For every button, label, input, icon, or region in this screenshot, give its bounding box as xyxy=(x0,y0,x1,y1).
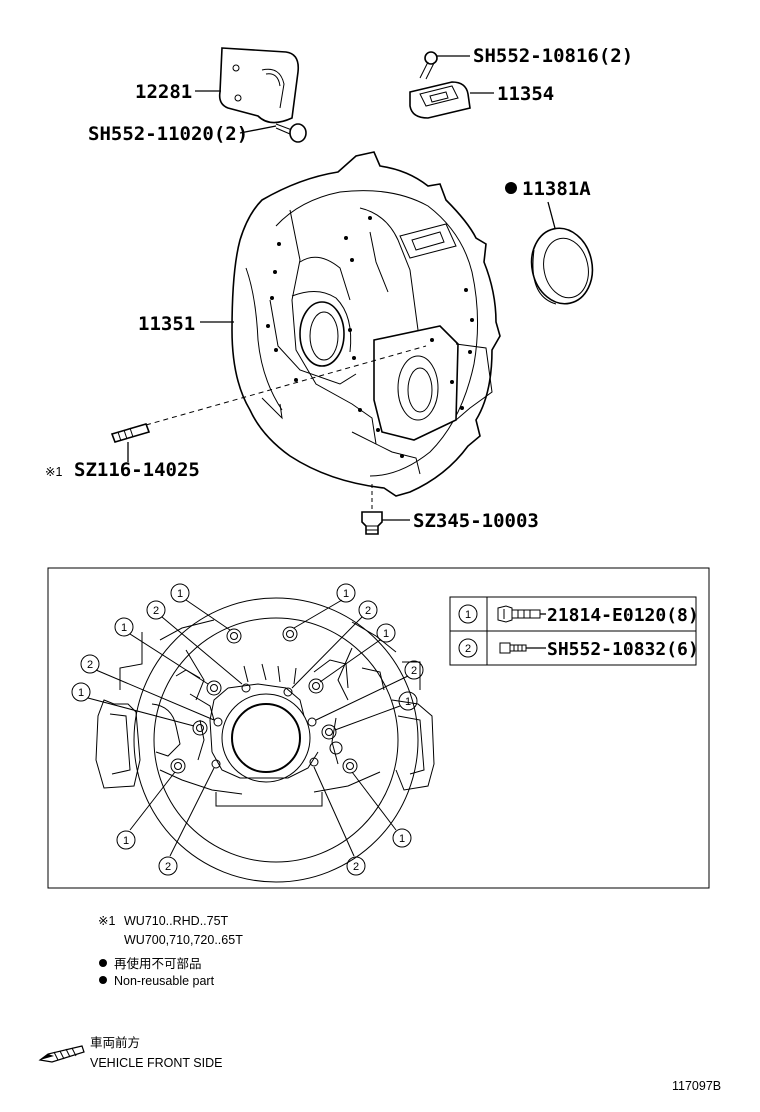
legend-part-sh552-10832: SH552-10832(6) xyxy=(547,639,699,660)
callout-sh552-11020: SH552-11020(2) xyxy=(88,123,248,145)
housing-front-view xyxy=(95,597,435,883)
svg-text:2: 2 xyxy=(87,659,93,671)
marker-2: 2 xyxy=(80,654,100,674)
bracket-12281[interactable] xyxy=(218,47,300,124)
marker-1: 1 xyxy=(114,617,134,637)
bolt-holes xyxy=(170,626,358,774)
bolt-hole-1 xyxy=(226,628,242,644)
callout-11351: 11351 xyxy=(138,313,195,335)
marker-1: 1 xyxy=(71,682,91,702)
oil-seal-11381a[interactable] xyxy=(525,223,599,310)
cover-bolt xyxy=(419,51,438,80)
bell-housing-11351[interactable] xyxy=(231,151,501,497)
bracket-bolt xyxy=(275,123,307,143)
bolt-hole-2 xyxy=(307,717,317,727)
stud-applicability-mark: ※1 xyxy=(45,465,62,479)
bolt-legend: 1 21814-E0120(8) 2 SH552-10832(6) xyxy=(449,596,699,666)
bolt-hole-2 xyxy=(309,757,319,767)
callout-11354: 11354 xyxy=(497,83,554,105)
plug-sz345-10003[interactable] xyxy=(361,511,383,535)
non-reusable-dot xyxy=(505,182,517,194)
applicability-line-1: WU710..RHD..75T xyxy=(124,914,229,928)
front-direction-arrow-icon xyxy=(38,1045,85,1063)
legend-part-21814-e0120: 21814-E0120(8) xyxy=(547,605,699,626)
svg-text:2: 2 xyxy=(365,605,371,617)
svg-text:1: 1 xyxy=(121,622,127,634)
svg-text:2: 2 xyxy=(411,665,417,677)
marker-leaders xyxy=(87,599,409,857)
marker-1: 1 xyxy=(398,691,418,711)
marker-1: 1 xyxy=(392,828,412,848)
svg-text:1: 1 xyxy=(399,833,405,845)
bolt-hole-1 xyxy=(282,626,298,642)
front-side-en: VEHICLE FRONT SIDE xyxy=(90,1056,222,1070)
marker-2: 2 xyxy=(146,600,166,620)
bolt-icon xyxy=(499,642,527,654)
callout-sz345-10003: SZ345-10003 xyxy=(413,510,539,532)
marker-1: 1 xyxy=(116,830,136,850)
svg-text:2: 2 xyxy=(153,605,159,617)
non-reusable-dot xyxy=(99,959,107,967)
svg-text:1: 1 xyxy=(177,588,183,600)
front-side-jp: 車両前方 xyxy=(90,1035,140,1050)
svg-text:2: 2 xyxy=(465,643,471,655)
non-reusable-dot xyxy=(99,976,107,984)
marker-2: 2 xyxy=(358,600,378,620)
bolt-hole-1 xyxy=(342,758,358,774)
marker-1: 1 xyxy=(376,623,396,643)
bolt-hole-2 xyxy=(211,759,221,769)
svg-text:1: 1 xyxy=(78,687,84,699)
stud-leader xyxy=(145,345,427,426)
svg-text:2: 2 xyxy=(165,861,171,873)
marker-1: 1 xyxy=(170,583,190,603)
applicability-line-2: WU700,710,720..65T xyxy=(124,933,243,947)
callout-12281: 12281 xyxy=(135,81,192,103)
callout-11381a: 11381A xyxy=(522,178,591,200)
marker-2: 2 xyxy=(404,660,424,680)
bolt-hole-1 xyxy=(308,678,324,694)
marker-2: 2 xyxy=(158,856,178,876)
svg-text:1: 1 xyxy=(465,609,471,621)
cover-11354[interactable] xyxy=(409,81,471,119)
diagram-code: 117097B xyxy=(672,1079,721,1093)
bolt-hole-1 xyxy=(321,724,337,740)
bolt-hole-1 xyxy=(192,720,208,736)
legend-row-1: 1 21814-E0120(8) xyxy=(458,604,699,626)
bolt-hole-2 xyxy=(213,717,223,727)
svg-text:1: 1 xyxy=(383,628,389,640)
bolt-hole-2 xyxy=(241,683,251,693)
svg-text:1: 1 xyxy=(343,588,349,600)
svg-text:1: 1 xyxy=(123,835,129,847)
bolt-hole-2 xyxy=(283,687,293,697)
marker-2: 2 xyxy=(346,856,366,876)
non-reusable-en: Non-reusable part xyxy=(114,974,215,988)
applicability-mark: ※1 xyxy=(98,914,115,928)
bolt-layout-frame xyxy=(47,567,710,889)
non-reusable-jp: 再使用不可部品 xyxy=(114,956,202,971)
bolt-hole-1 xyxy=(170,758,186,774)
callout-sz116-14025: SZ116-14025 xyxy=(74,459,200,481)
stud-sz116-14025[interactable] xyxy=(110,423,151,443)
bolt-hole-1 xyxy=(206,680,222,696)
legend-row-2: 2 SH552-10832(6) xyxy=(458,638,699,660)
callout-sh552-10816: SH552-10816(2) xyxy=(473,45,633,67)
svg-text:2: 2 xyxy=(353,861,359,873)
marker-1: 1 xyxy=(336,583,356,603)
svg-text:1: 1 xyxy=(405,696,411,708)
flange-bolt-icon xyxy=(497,605,541,623)
